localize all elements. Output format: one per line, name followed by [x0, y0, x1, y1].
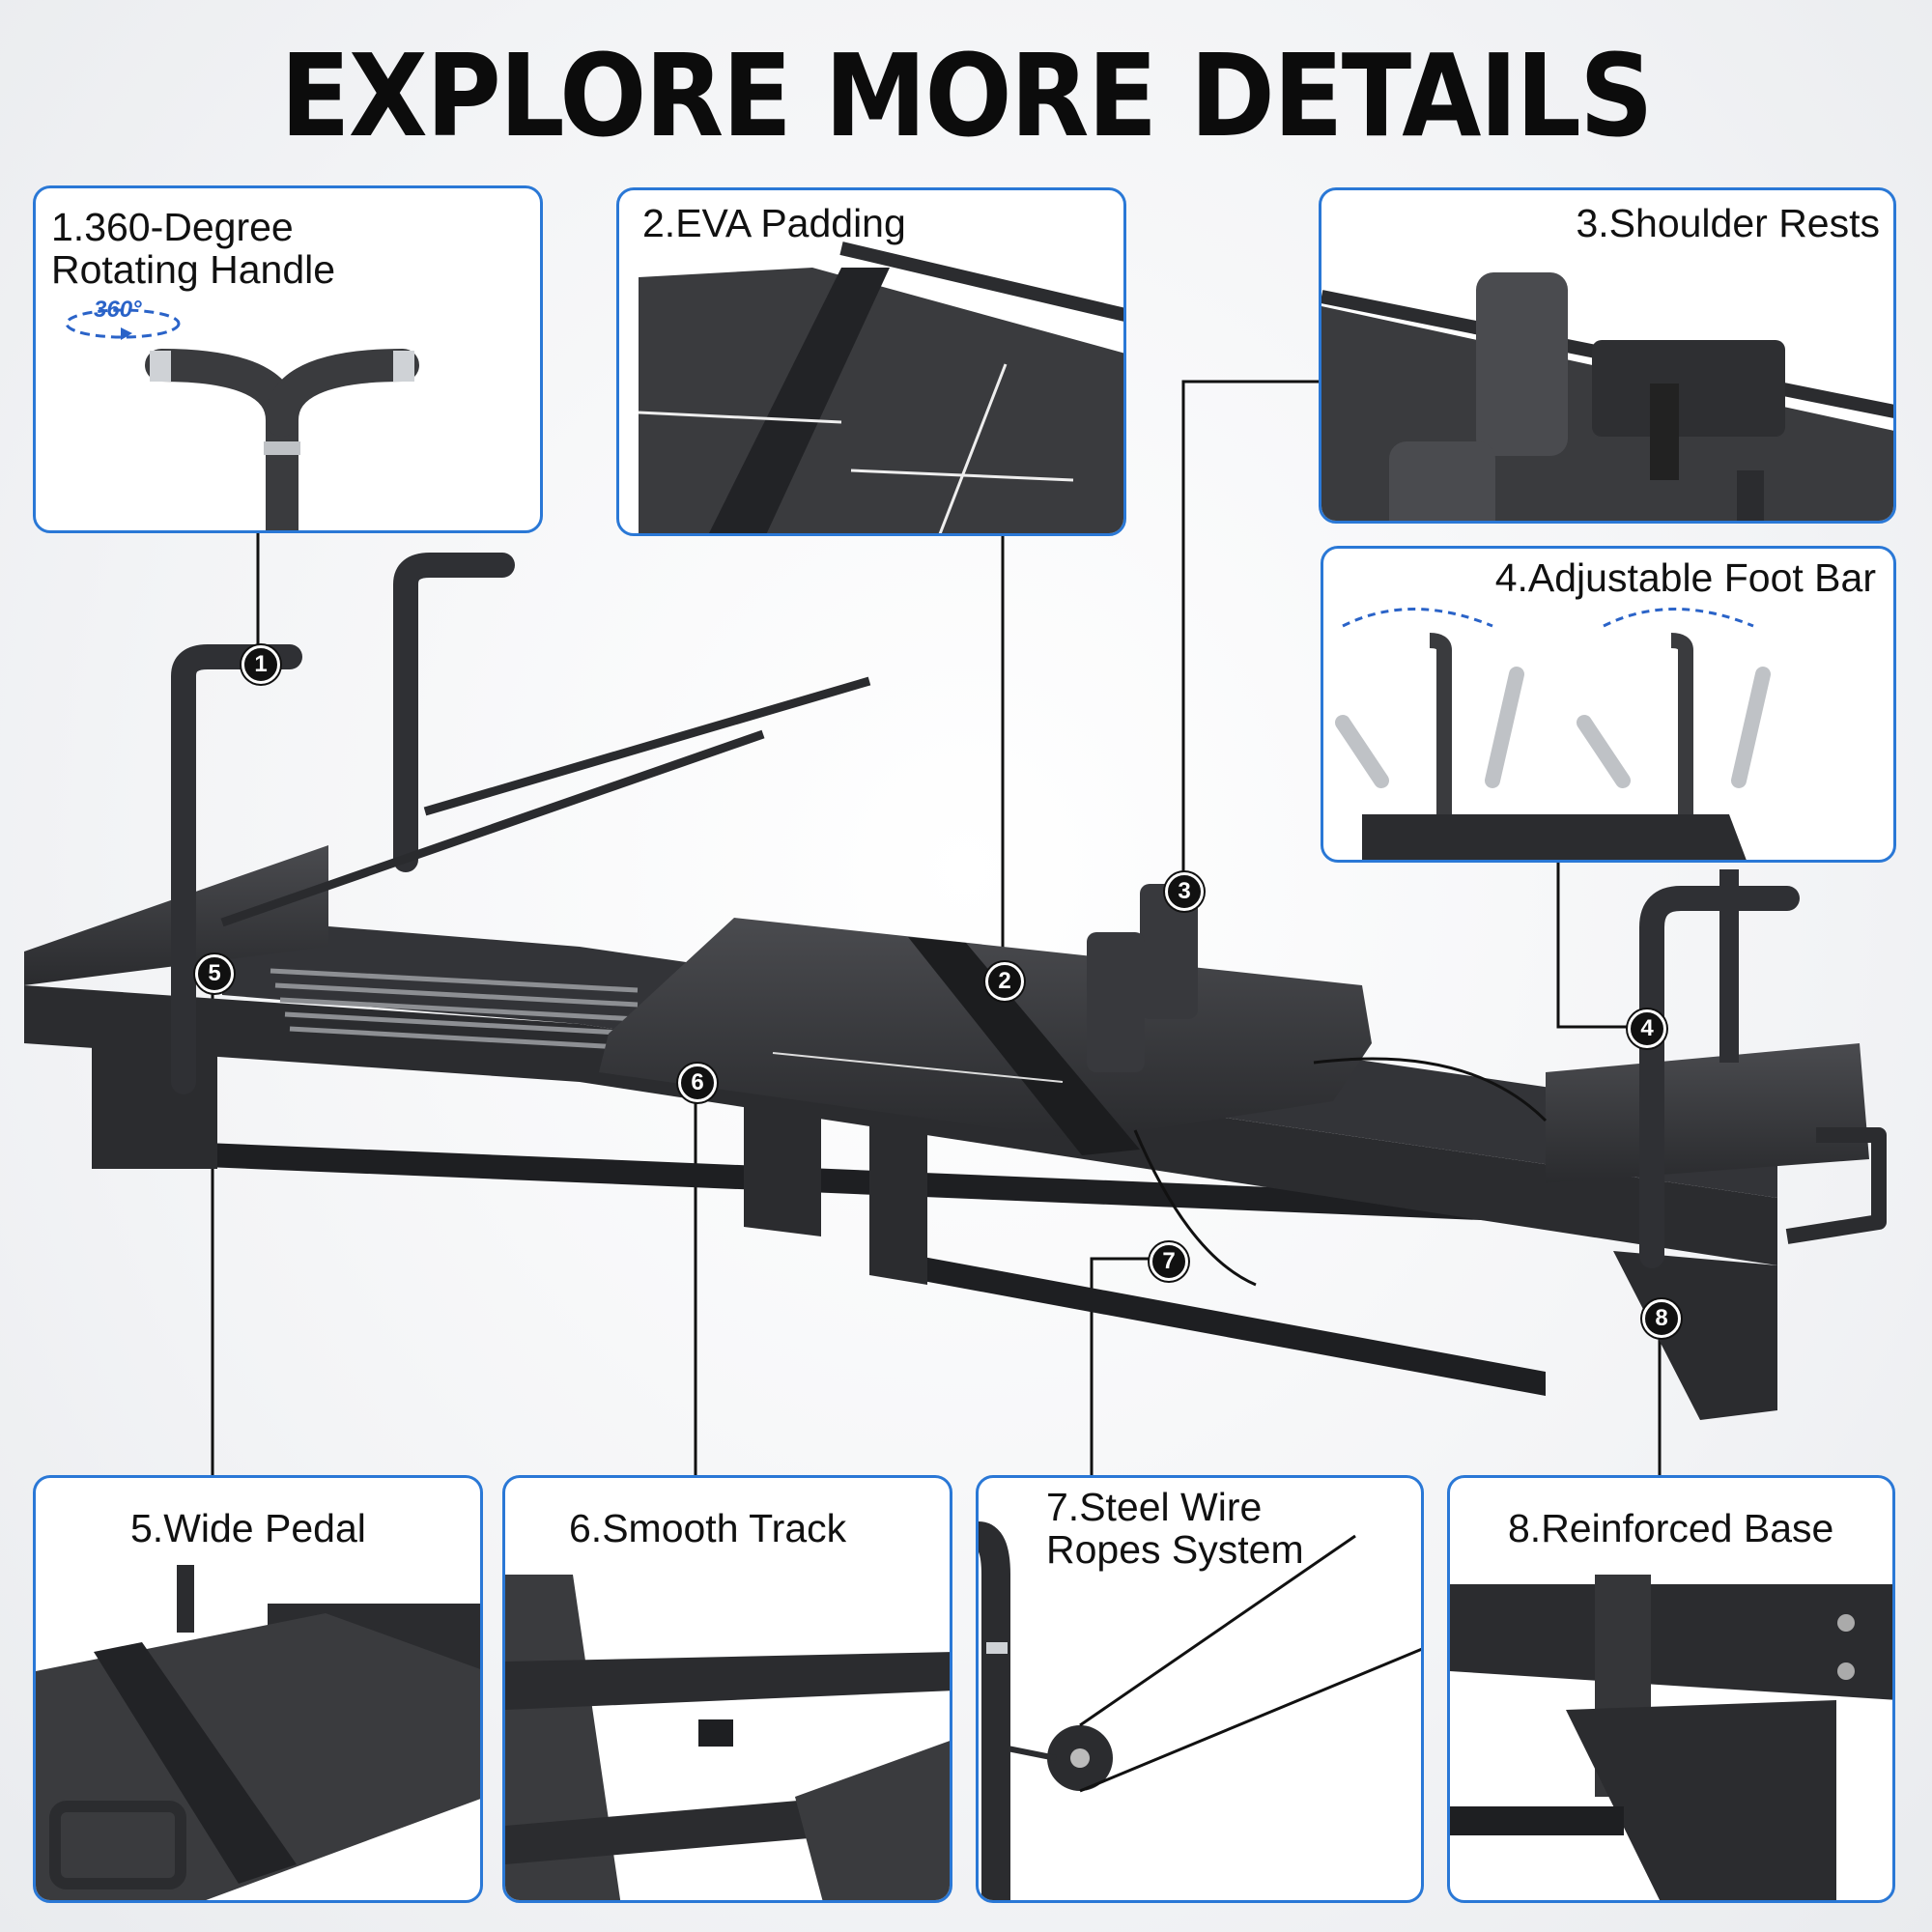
panel-label-1: 1.360-Degree Rotating Handle	[51, 205, 336, 292]
callout-badge-7: 7	[1150, 1242, 1188, 1281]
detail-panel-steel-wire-ropes: 7.Steel Wire Ropes System	[976, 1475, 1424, 1903]
eva-padding-image	[638, 242, 1123, 533]
smooth-track-image	[505, 1575, 950, 1900]
callout-badge-4: 4	[1628, 1009, 1666, 1048]
detail-panel-reinforced-base: 8.Reinforced Base	[1447, 1475, 1895, 1903]
rotating-handle-image	[65, 308, 419, 530]
detail-panel-shoulder-rests: 3.Shoulder Rests	[1319, 187, 1896, 524]
callout-badge-3: 3	[1165, 872, 1204, 911]
callout-badge-6: 6	[678, 1064, 717, 1102]
wide-pedal-image	[36, 1565, 480, 1900]
detail-panel-eva-padding: 2.EVA Padding	[616, 187, 1126, 536]
adjustable-foot-bar-image	[1335, 608, 1771, 860]
panel-label-7: 7.Steel Wire Ropes System	[1046, 1485, 1304, 1572]
steel-wire-ropes-image	[979, 1521, 1421, 1900]
panel-label-3: 3.Shoulder Rests	[1576, 201, 1880, 245]
panel-label-5: 5.Wide Pedal	[130, 1506, 366, 1550]
callout-badge-1: 1	[242, 645, 280, 684]
panel-label-4: 4.Adjustable Foot Bar	[1494, 555, 1876, 600]
panel-label-8: 8.Reinforced Base	[1508, 1506, 1834, 1550]
page-title: EXPLORE MORE DETAILS	[280, 29, 1654, 162]
panel-label-6: 6.Smooth Track	[569, 1506, 847, 1550]
panel-label-2: 2.EVA Padding	[642, 201, 906, 245]
detail-panel-rotating-handle: 1.360-Degree Rotating Handle 360°	[33, 185, 543, 533]
callout-badge-5: 5	[195, 954, 234, 993]
rotation-360-mark: 360°	[94, 297, 142, 323]
reinforced-base-image	[1450, 1575, 1892, 1900]
shoulder-rests-image	[1321, 272, 1893, 521]
callout-badge-8: 8	[1642, 1299, 1681, 1338]
detail-panel-adjustable-foot-bar: 4.Adjustable Foot Bar	[1321, 546, 1896, 863]
callout-badge-2: 2	[985, 962, 1024, 1001]
detail-panel-smooth-track: 6.Smooth Track	[502, 1475, 952, 1903]
detail-panel-wide-pedal: 5.Wide Pedal	[33, 1475, 483, 1903]
